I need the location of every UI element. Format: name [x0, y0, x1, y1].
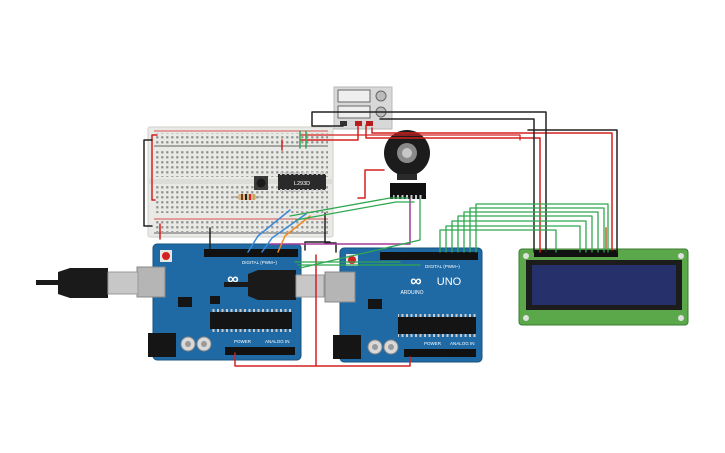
wires: [143, 111, 618, 367]
arduino-uno-left[interactable]: ∞ DIGITAL (PWM~) POWER ANALOG IN: [136, 243, 302, 361]
lcd-display[interactable]: [518, 248, 689, 326]
usb-cable-left[interactable]: [36, 268, 139, 298]
wire-red-lcd[interactable]: [371, 127, 613, 251]
wire-green-lcd-7[interactable]: [439, 229, 557, 253]
wire-green-encoder[interactable]: [299, 198, 421, 269]
wire-green-lcd-4[interactable]: [463, 211, 599, 253]
arduino-left-power-label: POWER: [234, 339, 252, 344]
wire-red-power-left[interactable]: [151, 134, 158, 201]
wire-black-right[interactable]: [324, 212, 337, 253]
wire-black-ps-top[interactable]: [311, 111, 547, 253]
motor-driver-chip-label: L293D: [294, 181, 310, 187]
arduino-left-analog-label: ANALOG IN: [265, 339, 290, 344]
wire-purple[interactable]: [269, 198, 411, 245]
arduino-left-logo: ∞: [227, 271, 238, 288]
resistor[interactable]: [232, 194, 262, 200]
push-button[interactable]: [254, 176, 268, 190]
arduino-right-digital-label: DIGITAL (PWM~): [425, 264, 460, 269]
usb-cable-right[interactable]: [224, 270, 325, 300]
arduino-right-model: UNO: [437, 276, 462, 288]
wire-green-lcd-6[interactable]: [475, 203, 609, 253]
wire-red-ps-right[interactable]: [365, 124, 541, 253]
arduino-left-digital-label: DIGITAL (PWM~): [242, 260, 277, 265]
wire-red-ps-bb[interactable]: [299, 124, 359, 141]
arduino-right-brand: ARDUINO: [400, 290, 423, 296]
wire-black-left[interactable]: [143, 139, 153, 227]
wire-green-motor-1[interactable]: [289, 197, 409, 217]
wire-green-lcd-1[interactable]: [445, 225, 581, 253]
wire-green-motor-2[interactable]: [295, 201, 415, 221]
wire-red-top[interactable]: [299, 134, 521, 141]
wire-red-motor[interactable]: [357, 169, 385, 199]
arduino-right-power-label: POWER: [424, 341, 442, 346]
wire-black-lcd[interactable]: [527, 129, 618, 253]
dc-motor[interactable]: [384, 130, 430, 199]
motor-driver-chip[interactable]: L293D: [278, 172, 326, 192]
wire-orange[interactable]: [277, 215, 311, 253]
wire-blue-1[interactable]: [247, 209, 291, 253]
wire-black-gnd[interactable]: [304, 241, 331, 251]
wire-red-arduino-bottom[interactable]: [234, 352, 411, 367]
wire-green-lcd-3[interactable]: [457, 215, 593, 253]
wire-blue-2[interactable]: [261, 213, 307, 253]
arduino-right-logo: ∞: [410, 273, 421, 290]
wire-green-lcd-2[interactable]: [451, 220, 587, 253]
arduino-right-analog-label: ANALOG IN: [450, 341, 475, 346]
power-supply[interactable]: [333, 86, 393, 130]
